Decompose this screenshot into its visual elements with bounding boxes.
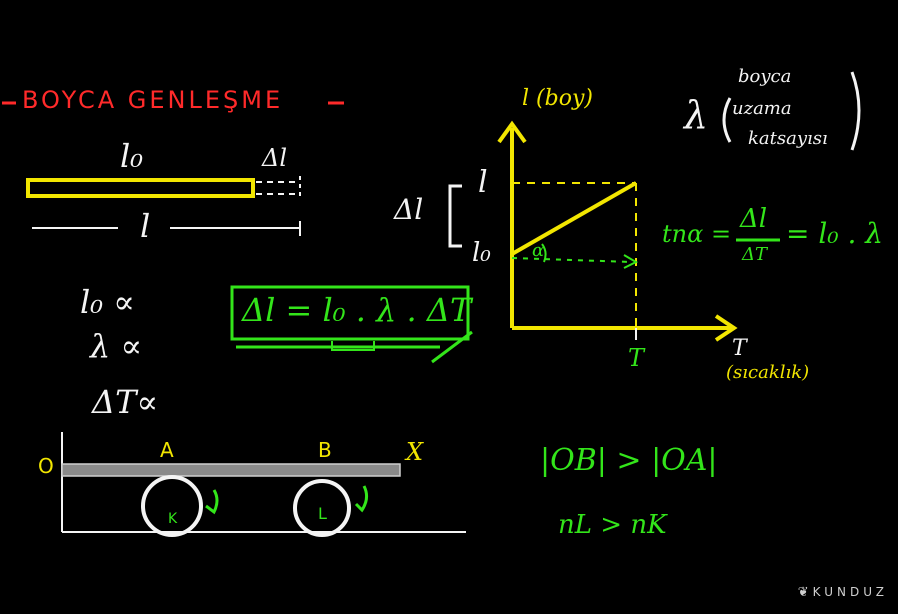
graph-label-l: l: [478, 165, 488, 200]
bar-on-rollers: [61, 463, 401, 477]
tan-rhs: = l₀ . λ: [786, 217, 883, 250]
tan-denominator: ΔT: [742, 244, 768, 265]
formula-box: [230, 285, 470, 341]
roller-k-rotation-arrow: [205, 489, 219, 515]
rod-label-delta-l: Δl: [262, 144, 288, 172]
lambda-note-line1: boyca: [738, 66, 792, 87]
roller-label-a: A: [160, 438, 174, 462]
roller-label-k: K: [168, 511, 178, 527]
graph-label-l0: l₀: [472, 238, 491, 268]
tan-numerator: Δl: [740, 204, 768, 234]
roller-label-b: B: [318, 438, 332, 462]
kunduz-logo-icon: ❦: [797, 585, 809, 600]
proportional-delta-t: ΔT∝: [92, 383, 159, 421]
delta-bracket: [448, 184, 462, 248]
x-axis-label: T: [732, 336, 747, 361]
lambda-paren-left: [722, 97, 732, 143]
graph-angle-label: α: [532, 240, 545, 261]
roller-l: [293, 479, 351, 537]
tan-lhs: tnα =: [662, 220, 732, 248]
x-axis-arrow: [714, 314, 738, 342]
expansion-formula: Δl = l₀ . λ . ΔT: [242, 291, 472, 329]
x-tick-label: T: [628, 344, 645, 372]
lambda-note-line2: uzama: [732, 98, 792, 119]
watermark: ❦KUNDUZ: [798, 585, 888, 600]
angle-arc: [541, 243, 547, 263]
angle-baseline: [511, 257, 633, 263]
proportional-lambda: λ ∝: [90, 327, 143, 365]
rod-rectangle: [26, 178, 255, 198]
rod-label-l: l: [140, 207, 151, 245]
formula-tick: [431, 330, 473, 364]
y-axis-arrow: [497, 120, 527, 144]
proportional-l0: l₀ ∝: [80, 283, 135, 321]
lambda-symbol: λ: [684, 93, 709, 137]
watermark-text: KUNDUZ: [812, 585, 888, 599]
graph-delta-label: Δl: [394, 193, 424, 226]
rod-label-l0: l₀: [120, 137, 144, 175]
lambda-paren-right: [850, 71, 861, 151]
y-axis-label: l (boy): [522, 86, 593, 111]
graph-line: [511, 181, 637, 256]
roller-k: [141, 475, 203, 537]
lambda-note-line3: katsayısı: [748, 128, 828, 149]
comparison-turns: nL > nK: [558, 510, 667, 540]
formula-brace: [331, 341, 375, 351]
roller-label-l: L: [318, 504, 327, 523]
comparison-distance: |OB| > |OA|: [540, 443, 718, 478]
x-axis-note: (sıcaklık): [726, 362, 810, 383]
roller-label-o: O: [38, 454, 54, 478]
page-title: BOYCA GENLEŞME: [22, 86, 284, 114]
roller-label-x: X: [406, 438, 424, 466]
roller-l-rotation-arrow: [354, 485, 369, 513]
angle-baseline-arrow: [623, 254, 639, 269]
